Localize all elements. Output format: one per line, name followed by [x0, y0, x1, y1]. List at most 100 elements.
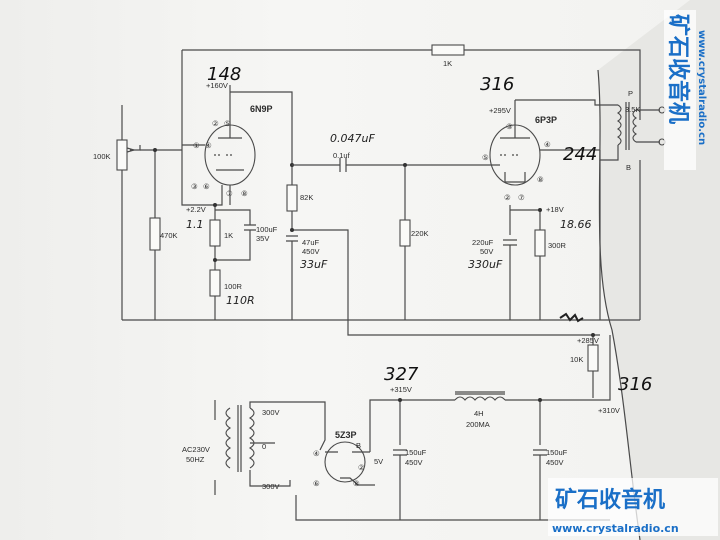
v2-cathode-network: [503, 205, 546, 320]
junction: [153, 148, 157, 152]
grid-leak-label: 220K: [411, 229, 429, 238]
hand-v1-cathode: 1.1: [186, 218, 204, 231]
hand-v2-cathode: 18.66: [560, 218, 592, 231]
hand-coupling: 0.047uF: [330, 132, 375, 145]
secondary-bottom-label: 300V: [262, 482, 280, 491]
v2-pin-5: ⑤: [482, 153, 489, 162]
watermark-title-vertical: 矿石收音机: [665, 14, 691, 124]
feedback-shunt-label: 100R: [224, 282, 243, 291]
v2-plate-wire: [515, 99, 618, 106]
rect-filament-b: B: [356, 441, 361, 450]
hand-r100: 110R: [226, 294, 255, 307]
v1-pin-8: ⑧: [241, 189, 248, 198]
hand-v2-screen: 244: [563, 144, 597, 165]
b315-label: +315V: [390, 385, 412, 394]
feedback-resistor-label: 1K: [443, 59, 452, 68]
v1-pin-5: ⑤: [224, 119, 231, 128]
grid-leak-resistor: [399, 165, 411, 320]
junction: [398, 398, 402, 402]
watermark-url-bottom: www.crystalradio.cn: [552, 522, 679, 535]
v2-plate-voltage: +295V: [489, 106, 511, 115]
junction: [538, 208, 542, 212]
v2-pin-7: ⑦: [518, 193, 525, 202]
v1-pin-3: ③: [191, 182, 198, 191]
ac-input-label: AC230V: [182, 445, 210, 454]
feedback-resistor: [431, 44, 465, 56]
rectifier-tube-name: 5Z3P: [335, 430, 357, 440]
pot-label: 100K: [93, 152, 111, 161]
xfmr-primary-label: P: [628, 89, 633, 98]
watermark-url-vertical: www.crystalradio.cn: [696, 30, 707, 145]
filter-cap2-voltage: 450V: [546, 458, 564, 467]
watermark-title-bottom: 矿石收音机: [555, 487, 665, 513]
hand-b310: 316: [618, 374, 652, 395]
secondary-center-label: 0: [262, 442, 266, 451]
v1-pin-4: ④: [205, 141, 212, 150]
secondary-top-label: 300V: [262, 408, 280, 417]
v1-cathode-voltage: +2.2V: [186, 205, 206, 214]
v1-plate-voltage: +160V: [206, 81, 228, 90]
v2-cathode-resistor-label: 300R: [548, 241, 567, 250]
paper-edge: [597, 69, 641, 540]
decoupling-cap-label: 47uF: [302, 238, 320, 247]
v1-pin-6: ⑥: [203, 182, 210, 191]
cathode-cap-voltage: 35V: [256, 234, 269, 243]
rectifier-5z3p: [324, 399, 400, 486]
rect-pin-4: ④: [313, 449, 320, 458]
junction: [290, 228, 294, 232]
xfmr-impedance-label: 3.5K: [625, 105, 640, 114]
grid-resistor: [149, 150, 161, 320]
v2-cathode-voltage: +18V: [546, 205, 564, 214]
choke-label: 4H: [474, 409, 484, 418]
screen-resistor-label: 10K: [570, 355, 583, 364]
rect-pin-6: ⑥: [313, 479, 320, 488]
hand-v1-plate: 148: [207, 64, 241, 85]
v1-plate-wire: [229, 85, 293, 160]
rect-pin-8: ⑧: [353, 479, 360, 488]
b285-node: [587, 335, 599, 398]
cathode-cap-label: 100uF: [256, 225, 278, 234]
tube-6p3p: [489, 100, 600, 186]
v1-pin-1: ①: [193, 141, 200, 150]
feedback-wire: [181, 49, 641, 145]
v2-pin-3: ③: [506, 122, 513, 131]
plate-load: [286, 160, 600, 336]
junction: [538, 398, 542, 402]
ac-freq-label: 50HZ: [186, 455, 205, 464]
coupling-cap-label: 0.1uf: [333, 151, 351, 160]
hand-b315: 327: [384, 364, 419, 385]
watermark-bottom-bg: [548, 478, 718, 536]
hand-v2-plate: 316: [480, 74, 514, 95]
v2-cathode-cap-voltage: 50V: [480, 247, 493, 256]
v2-cathode-cap-label: 220uF: [472, 238, 494, 247]
watermark-vertical: [664, 10, 696, 170]
filter-cap1-label: 150uF: [405, 448, 427, 457]
b310-label: +310V: [598, 406, 620, 415]
filter-cap1-voltage: 450V: [405, 458, 423, 467]
coupling-cap: [292, 158, 500, 172]
filter-cap2-label: 150uF: [546, 448, 568, 457]
junction: [403, 163, 407, 167]
junction: [213, 258, 217, 262]
cathode-network: [209, 185, 256, 320]
v2-pin-2: ②: [504, 193, 511, 202]
decoupling-cap-voltage: 450V: [302, 247, 320, 256]
v1-pin-2: ②: [212, 119, 219, 128]
power-transformer: [214, 400, 610, 521]
grid-resistor-label: 470K: [160, 231, 178, 240]
v2-tube-name: 6P3P: [535, 115, 557, 125]
input-pot: [116, 105, 182, 320]
xfmr-b-label: B: [626, 163, 631, 172]
output-transformer: [599, 102, 666, 161]
hand-c47: 33uF: [300, 258, 328, 271]
v2-pin-4: ④: [544, 140, 551, 149]
b285-label: +285V: [577, 336, 599, 345]
choke-current-label: 200MA: [466, 420, 490, 429]
scribble-mark: [559, 312, 584, 323]
junction: [591, 333, 595, 337]
v2-pin-8: ⑧: [537, 175, 544, 184]
hand-c220: 330uF: [468, 258, 503, 271]
rect-pin-2: ②: [358, 463, 365, 472]
